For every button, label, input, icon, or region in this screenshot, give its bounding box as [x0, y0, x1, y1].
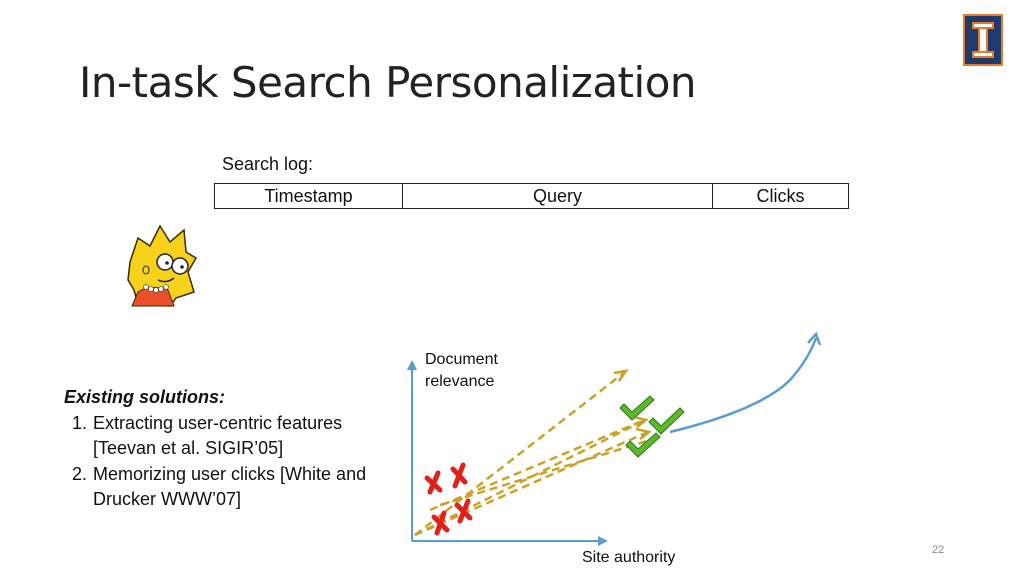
diagram-axes — [407, 360, 608, 546]
x-axis-label: Site authority — [582, 549, 676, 566]
column-header-timestamp: Timestamp — [214, 183, 403, 209]
solutions-list: Extracting user-centric features [Teevan… — [64, 411, 384, 513]
existing-solutions-heading: Existing solutions: — [64, 387, 226, 407]
check-icon — [619, 395, 685, 458]
cartoon-character-image — [127, 224, 198, 307]
relevance-arrows — [414, 371, 651, 537]
column-header-clicks: Clicks — [712, 183, 849, 209]
search-log-label: Search log: — [222, 154, 314, 174]
y-axis-label: Document relevance — [425, 351, 498, 390]
trend-curve-arrow — [669, 331, 822, 434]
arrow-heads — [613, 369, 652, 440]
search-log-table: Timestamp Query Clicks — [214, 183, 849, 209]
existing-solutions: Existing solutions: Extracting user-cent… — [64, 385, 384, 513]
table-header-row: Timestamp Query Clicks — [214, 183, 849, 209]
list-item: Extracting user-centric features [Teevan… — [92, 411, 384, 462]
university-logo-icon — [963, 14, 1003, 66]
cross-icon — [424, 462, 473, 536]
page-number: 22 — [932, 544, 945, 556]
slide-title: In-task Search Personalization — [79, 58, 697, 107]
list-item: Memorizing user clicks [White and Drucke… — [92, 462, 384, 513]
